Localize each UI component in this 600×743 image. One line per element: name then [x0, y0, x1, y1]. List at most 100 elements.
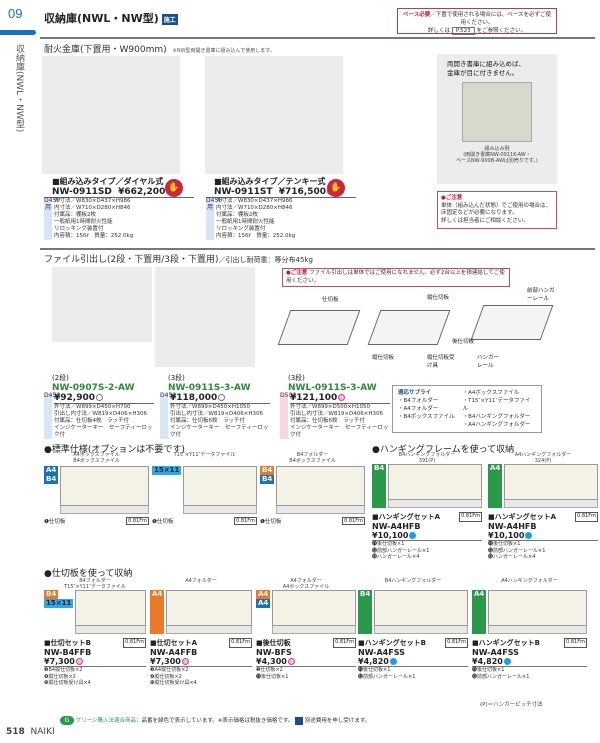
supply-item: ・A4ハンギングフォルダー [462, 422, 531, 428]
example-note: (両開き書庫NW-0911K-AW・ [463, 152, 531, 158]
caution-line: 単体（組み込んだ状態）でご使用の場合は、 [441, 202, 552, 209]
model: NW-B4FFB [44, 648, 92, 657]
standard-heading: ●標準仕様(オプションは不要です) [44, 445, 185, 455]
fm-badge: 0.81Fm [229, 638, 252, 648]
price: ¥10,100 [488, 531, 598, 541]
fm-badge: 0.81Fm [333, 638, 356, 648]
label-hanger-rail: ハンガーレール [477, 355, 500, 369]
caption: A4フォルダー [185, 578, 217, 584]
price-text: ¥10,100 [372, 531, 409, 540]
model: NW-A4FSS [472, 648, 519, 657]
spec: リロッキング装置付 [54, 226, 104, 232]
title-text: 収納庫(NWL・NW型) [44, 12, 159, 25]
fm-badge: 0.81Fm [342, 517, 365, 525]
option-label: ■ハンギングセットB [472, 639, 540, 647]
spec: インジケーターキー セーフティーロック付 [170, 425, 269, 438]
caption: A4フォルダー [290, 578, 322, 584]
price-text: ¥10,100 [488, 531, 525, 540]
caption: A4ハンギングフォルダー [501, 578, 558, 584]
diagram-base [374, 626, 468, 634]
spec-list: 外寸法／W830×D437×H986 内寸法／W710×D280×H846 付属… [52, 198, 133, 240]
caution-label: ●ご注意 [286, 270, 308, 276]
spec: 付属品：仕切板4枚 ラッチ付 [54, 418, 130, 424]
spec: 付属品：棚板2枚 [216, 212, 258, 218]
header-rule [40, 37, 595, 39]
diagram [374, 590, 468, 626]
part: ⓬前部ハンガーレール×1 [472, 673, 530, 680]
section-bar [0, 30, 36, 35]
size-tag: B4 [358, 590, 373, 634]
caption: A4ボックスファイル [73, 452, 120, 458]
drawer-3-image [155, 267, 255, 367]
drawer-subtitle: ／引出し耐荷重：等分布45kg [218, 256, 313, 264]
diagram-base [276, 506, 365, 514]
size-tag: 15×11 [152, 466, 182, 475]
part: ❹縦仕切板×2 [150, 673, 182, 680]
supply-box: 適応サプライ ・B4フォルダー ・A4フォルダー ・B4ボックスファイル ・A4… [392, 385, 542, 433]
model: NWL-0911S-3-AW [288, 383, 377, 393]
safe-title: 耐火金庫(下置用・W900mm) [44, 45, 167, 55]
part: ❿縦仕切板受け具×4 [44, 680, 91, 686]
price-text: ¥7,300 [44, 657, 75, 666]
section-rule [40, 248, 595, 250]
base-required-label: ベース必要 [403, 12, 431, 18]
green-purchase-icon [389, 658, 397, 665]
size-tag: A4 [150, 590, 165, 634]
tier: (2段) [52, 374, 69, 382]
spec: インジケーターキー セーフティーロック付 [290, 425, 389, 438]
diagram-base [60, 506, 149, 514]
caption: B4ハンギングフォルダー [398, 452, 456, 458]
depth-tag: D450用 [206, 197, 222, 240]
green-purchase-icon: G [60, 716, 74, 725]
price-text: ¥121,100 [290, 393, 338, 403]
depth-tag: D450 [44, 392, 60, 439]
green-purchase-icon [503, 658, 511, 665]
fm-badge: 0.81Fm [459, 512, 482, 522]
page-ref-link[interactable]: P.523 [451, 27, 475, 35]
label-rear-partition: 後仕切板 [452, 339, 475, 345]
spec: 外寸法／W830×D437×H986 [216, 198, 293, 204]
diagram-base [75, 626, 146, 634]
caution-line: 詳しくは担当者にご相談ください。 [441, 217, 529, 224]
spec: 引出し内寸法／W819×D406×H306 [290, 411, 384, 417]
spec-list: 外寸法／W830×D437×H986 内寸法／W710×D280×H846 付属… [214, 198, 295, 240]
size-tag: B4 [44, 590, 59, 599]
product-nw-0911sd: ■組み込みタイプ／ダイヤル式 NW-0911SD ¥662,200 D450用 … [44, 176, 194, 240]
promo-panel: 両開き書庫に組み込めば、 金庫が目に付きません。 組み込み例 (両開き書庫NW-… [437, 54, 557, 184]
drawer-diagram-2 [367, 310, 451, 345]
part: ⓬前部ハンガーレール×1 [488, 547, 546, 554]
supply-item: ・A4ボックスファイル [462, 390, 520, 396]
price: ¥92,900 [54, 393, 154, 404]
tax-icon [287, 658, 295, 665]
model: NW-0907S-2-AW [52, 383, 135, 393]
label-vpartition: 縦仕切板 [427, 295, 450, 301]
safe-tenkey-image [205, 56, 343, 174]
part: ⓬前部ハンガーレール×1 [358, 673, 416, 680]
page-number: 518 [6, 727, 25, 737]
price-text: ¥92,900 [54, 393, 95, 403]
size-tag: B4 [372, 464, 387, 508]
part: ⓭ハンガーレール×4 [372, 554, 420, 560]
size-tag: B4 [260, 475, 275, 484]
fm-badge: 0.81Fm [123, 638, 146, 648]
diagram-base [504, 500, 598, 508]
supply-item: ・B4フォルダー [398, 398, 439, 404]
diagram-base [488, 626, 587, 634]
option-label: ■ハンギングセットA [488, 513, 557, 521]
supply-item: ・T15″×Y11″データファイル [462, 398, 531, 412]
size-tag: B4 [44, 475, 59, 484]
extra-fee-text: 別途費用を申し受けます。 [304, 718, 371, 724]
part-label: ❶仕切板 [152, 519, 174, 525]
spec: 内寸法／W710×D280×H846 [216, 205, 293, 211]
tax-icon [338, 394, 346, 401]
diagram [388, 464, 482, 500]
size-tag: A4 [488, 464, 503, 508]
base-note-text3: をご参照ください。 [476, 28, 527, 34]
diagram [276, 466, 365, 506]
caption: B4フォルダー [296, 452, 329, 458]
part: ❿縦仕切板受け具×4 [150, 680, 197, 686]
spec: 外寸法／W899×D500×H1050 [290, 404, 371, 410]
